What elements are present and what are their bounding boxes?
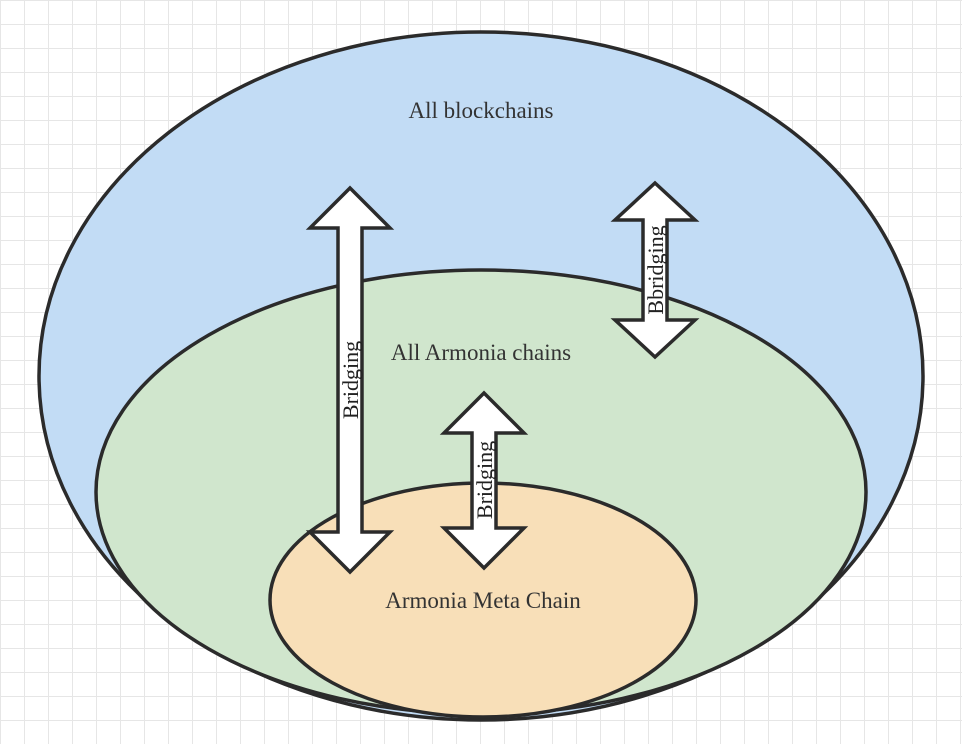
bridging-arrow-long-label: Bridging: [338, 341, 363, 419]
bridging-arrow-long: [305, 185, 395, 575]
bridging-arrow-right: [610, 180, 700, 360]
bridging-arrow-right-label: Bbridging: [643, 225, 668, 314]
bridging-arrow-center: [439, 390, 529, 571]
all-blockchains-label: All blockchains: [409, 98, 554, 123]
armonia-meta-chain-label: Armonia Meta Chain: [385, 588, 581, 613]
all-armonia-chains-label: All Armonia chains: [391, 340, 571, 365]
bridging-arrow-center-label: Bridging: [472, 441, 497, 519]
